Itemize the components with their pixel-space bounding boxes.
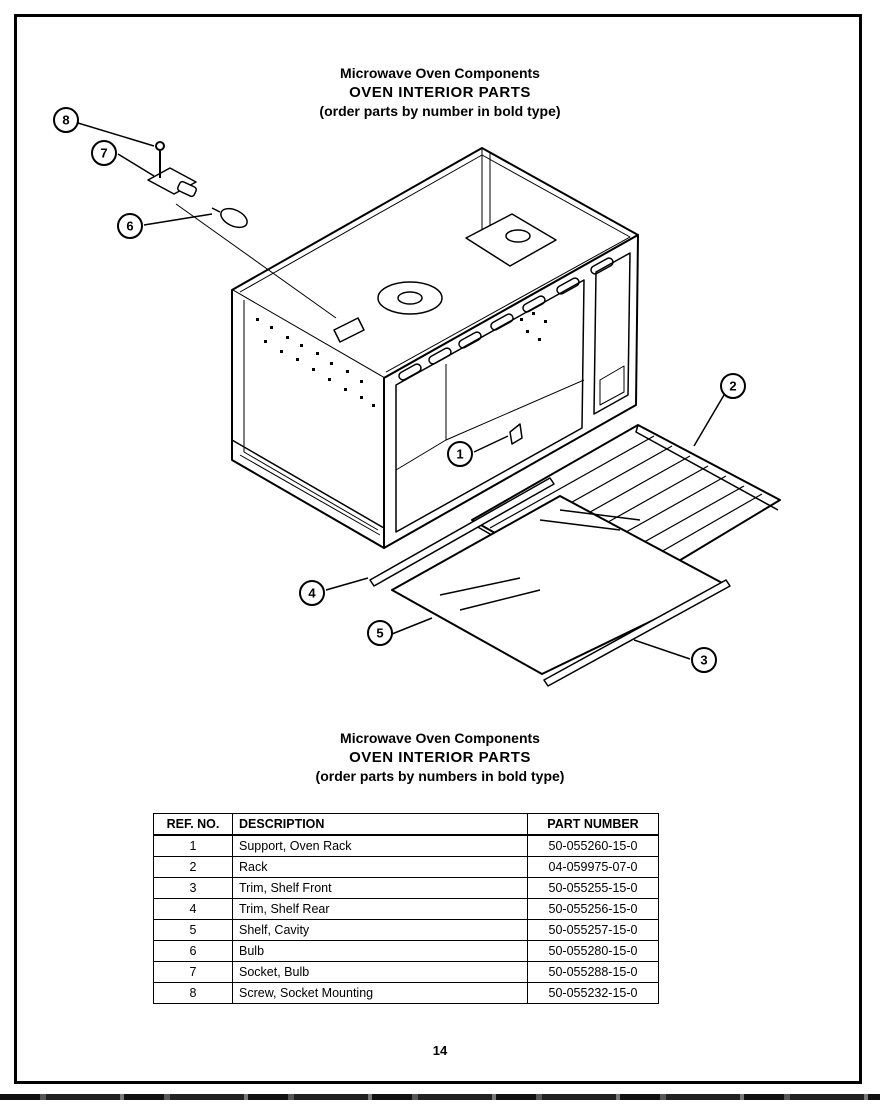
diagram-subtitle: OVEN INTERIOR PARTS	[349, 84, 531, 101]
callout-5-label: 5	[376, 626, 383, 641]
table-subtitle: OVEN INTERIOR PARTS	[349, 749, 531, 766]
callout-2-label: 2	[729, 379, 736, 394]
parts-table: REF. NO. DESCRIPTION PART NUMBER 1 Suppo…	[153, 813, 659, 1004]
callout-2-circle	[720, 373, 746, 399]
table-title-block: Microwave Oven Components OVEN INTERIOR …	[0, 729, 880, 786]
table-row: 6 Bulb 50-055280-15-0	[153, 940, 659, 962]
cell-ref: 1	[153, 834, 233, 857]
table-row: 7 Socket, Bulb 50-055288-15-0	[153, 961, 659, 983]
cell-description: Socket, Bulb	[232, 961, 528, 983]
callout-7-label: 7	[100, 146, 107, 161]
cell-ref: 2	[153, 856, 233, 878]
callout-2: 2	[720, 373, 746, 399]
callout-6: 6	[117, 213, 143, 239]
header-description: DESCRIPTION	[232, 813, 528, 836]
callout-1-circle	[447, 441, 473, 467]
callout-4: 4	[299, 580, 325, 606]
cell-description: Trim, Shelf Front	[232, 877, 528, 899]
callout-5: 5	[367, 620, 393, 646]
cell-part-number: 50-055232-15-0	[527, 982, 659, 1004]
callout-7: 7	[91, 140, 117, 166]
cell-ref: 6	[153, 940, 233, 962]
table-row: 5 Shelf, Cavity 50-055257-15-0	[153, 919, 659, 941]
cell-description: Shelf, Cavity	[232, 919, 528, 941]
cell-part-number: 50-055257-15-0	[527, 919, 659, 941]
diagram-instruction: (order parts by number in bold type)	[319, 103, 561, 119]
callout-1: 1	[447, 441, 473, 467]
header-part-number: PART NUMBER	[527, 813, 659, 836]
cell-description: Screw, Socket Mounting	[232, 982, 528, 1004]
cell-ref: 4	[153, 898, 233, 920]
cell-part-number: 50-055260-15-0	[527, 834, 659, 857]
shelf-rear-trim-drawing	[369, 477, 555, 587]
cell-ref: 8	[153, 982, 233, 1004]
callout-4-label: 4	[308, 586, 316, 601]
table-instruction: (order parts by numbers in bold type)	[315, 768, 565, 784]
exploded-parts-diagram: 8 7 6 2 1 4 5 3	[53, 107, 781, 687]
callout-7-circle	[91, 140, 117, 166]
cell-description: Rack	[232, 856, 528, 878]
cell-part-number: 04-059975-07-0	[527, 856, 659, 878]
table-row: 3 Trim, Shelf Front 50-055255-15-0	[153, 877, 659, 899]
scan-artifact-bar	[0, 1094, 880, 1100]
table-row: 8 Screw, Socket Mounting 50-055232-15-0	[153, 982, 659, 1004]
page-border	[14, 14, 862, 1084]
table-row: 1 Support, Oven Rack 50-055260-15-0	[153, 834, 659, 857]
table-header-row: REF. NO. DESCRIPTION PART NUMBER	[153, 813, 659, 836]
callout-8-circle	[53, 107, 79, 133]
cell-part-number: 50-055255-15-0	[527, 877, 659, 899]
table-row: 2 Rack 04-059975-07-0	[153, 856, 659, 878]
cell-part-number: 50-055288-15-0	[527, 961, 659, 983]
header-ref-no: REF. NO.	[153, 813, 233, 836]
cell-description: Trim, Shelf Rear	[232, 898, 528, 920]
callout-3-circle	[691, 647, 717, 673]
callout-4-circle	[299, 580, 325, 606]
cell-description: Bulb	[232, 940, 528, 962]
cell-ref: 5	[153, 919, 233, 941]
cell-part-number: 50-055280-15-0	[527, 940, 659, 962]
callout-5-circle	[367, 620, 393, 646]
table-title: Microwave Oven Components	[340, 730, 540, 746]
callout-8-label: 8	[62, 113, 69, 128]
cell-description: Support, Oven Rack	[232, 834, 528, 857]
callout-6-circle	[117, 213, 143, 239]
callout-3: 3	[691, 647, 717, 673]
page-number: 14	[432, 1043, 448, 1058]
cell-ref: 7	[153, 961, 233, 983]
diagram-title: Microwave Oven Components	[340, 65, 540, 81]
cell-ref: 3	[153, 877, 233, 899]
callout-8: 8	[53, 107, 79, 133]
cell-part-number: 50-055256-15-0	[527, 898, 659, 920]
callout-3-label: 3	[700, 653, 707, 668]
callout-1-label: 1	[456, 447, 463, 462]
shelf-front-trim-drawing	[543, 579, 731, 687]
cavity-shelf-drawing	[391, 495, 727, 675]
callout-6-label: 6	[126, 219, 133, 234]
diagram-title-block: Microwave Oven Components OVEN INTERIOR …	[0, 64, 880, 121]
lamp-assembly-drawing	[147, 141, 337, 319]
table-row: 4 Trim, Shelf Rear 50-055256-15-0	[153, 898, 659, 920]
leader-lines	[77, 122, 725, 660]
oven-cavity-drawing	[231, 147, 639, 549]
